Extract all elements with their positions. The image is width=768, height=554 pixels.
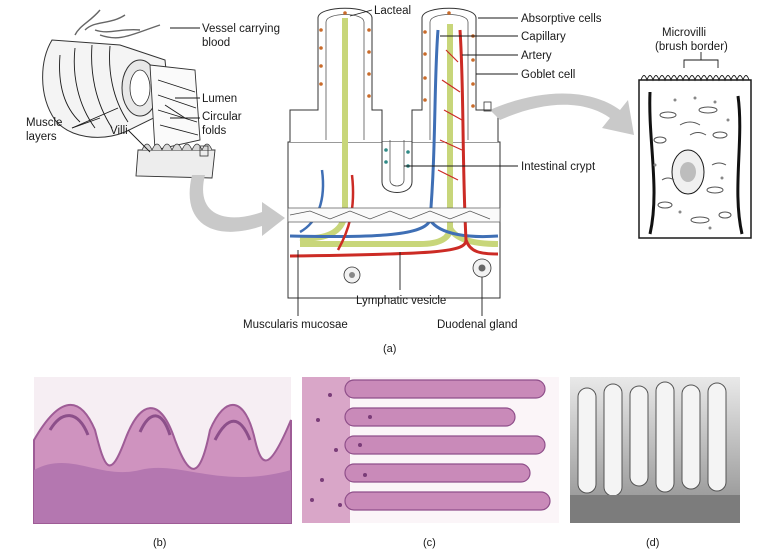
micrograph-d	[570, 377, 740, 523]
label-villi: Villi	[110, 125, 128, 137]
caption-a: (a)	[383, 343, 396, 355]
caption-b: (b)	[153, 537, 166, 549]
label-muscularis-mucosae: Muscularis mucosae	[243, 319, 348, 331]
label-lumen: Lumen	[202, 93, 237, 105]
label-circular-folds-line1: Circular	[202, 111, 242, 123]
arrow-to-cell-detail	[490, 93, 634, 135]
label-goblet-cell: Goblet cell	[521, 69, 575, 81]
label-capillary: Capillary	[521, 31, 566, 43]
absorptive-cell-detail	[638, 75, 752, 239]
label-lymphatic-vesicle: Lymphatic vesicle	[356, 295, 446, 307]
label-muscle-layers-line1: Muscle	[26, 117, 62, 129]
label-microvilli-line2: (brush border)	[655, 41, 728, 53]
micrograph-b	[33, 377, 292, 524]
arrow-to-villus-detail	[189, 175, 285, 236]
label-vessel-line2: blood	[202, 37, 230, 49]
label-absorptive-cells: Absorptive cells	[521, 13, 602, 25]
label-vessel-line1: Vessel carrying	[202, 23, 280, 35]
micrograph-c	[302, 377, 559, 523]
label-lacteal: Lacteal	[374, 5, 411, 17]
label-artery: Artery	[521, 50, 552, 62]
caption-c: (c)	[423, 537, 436, 549]
label-microvilli-line1: Microvilli	[662, 27, 706, 39]
label-circular-folds-line2: folds	[202, 125, 227, 137]
intestine-segment-illustration	[42, 9, 216, 179]
label-duodenal-gland: Duodenal gland	[437, 319, 518, 331]
caption-d: (d)	[646, 537, 659, 549]
villus-diagram	[287, 7, 501, 299]
label-muscle-layers-line2: layers	[26, 131, 57, 143]
label-intestinal-crypt: Intestinal crypt	[521, 161, 596, 173]
